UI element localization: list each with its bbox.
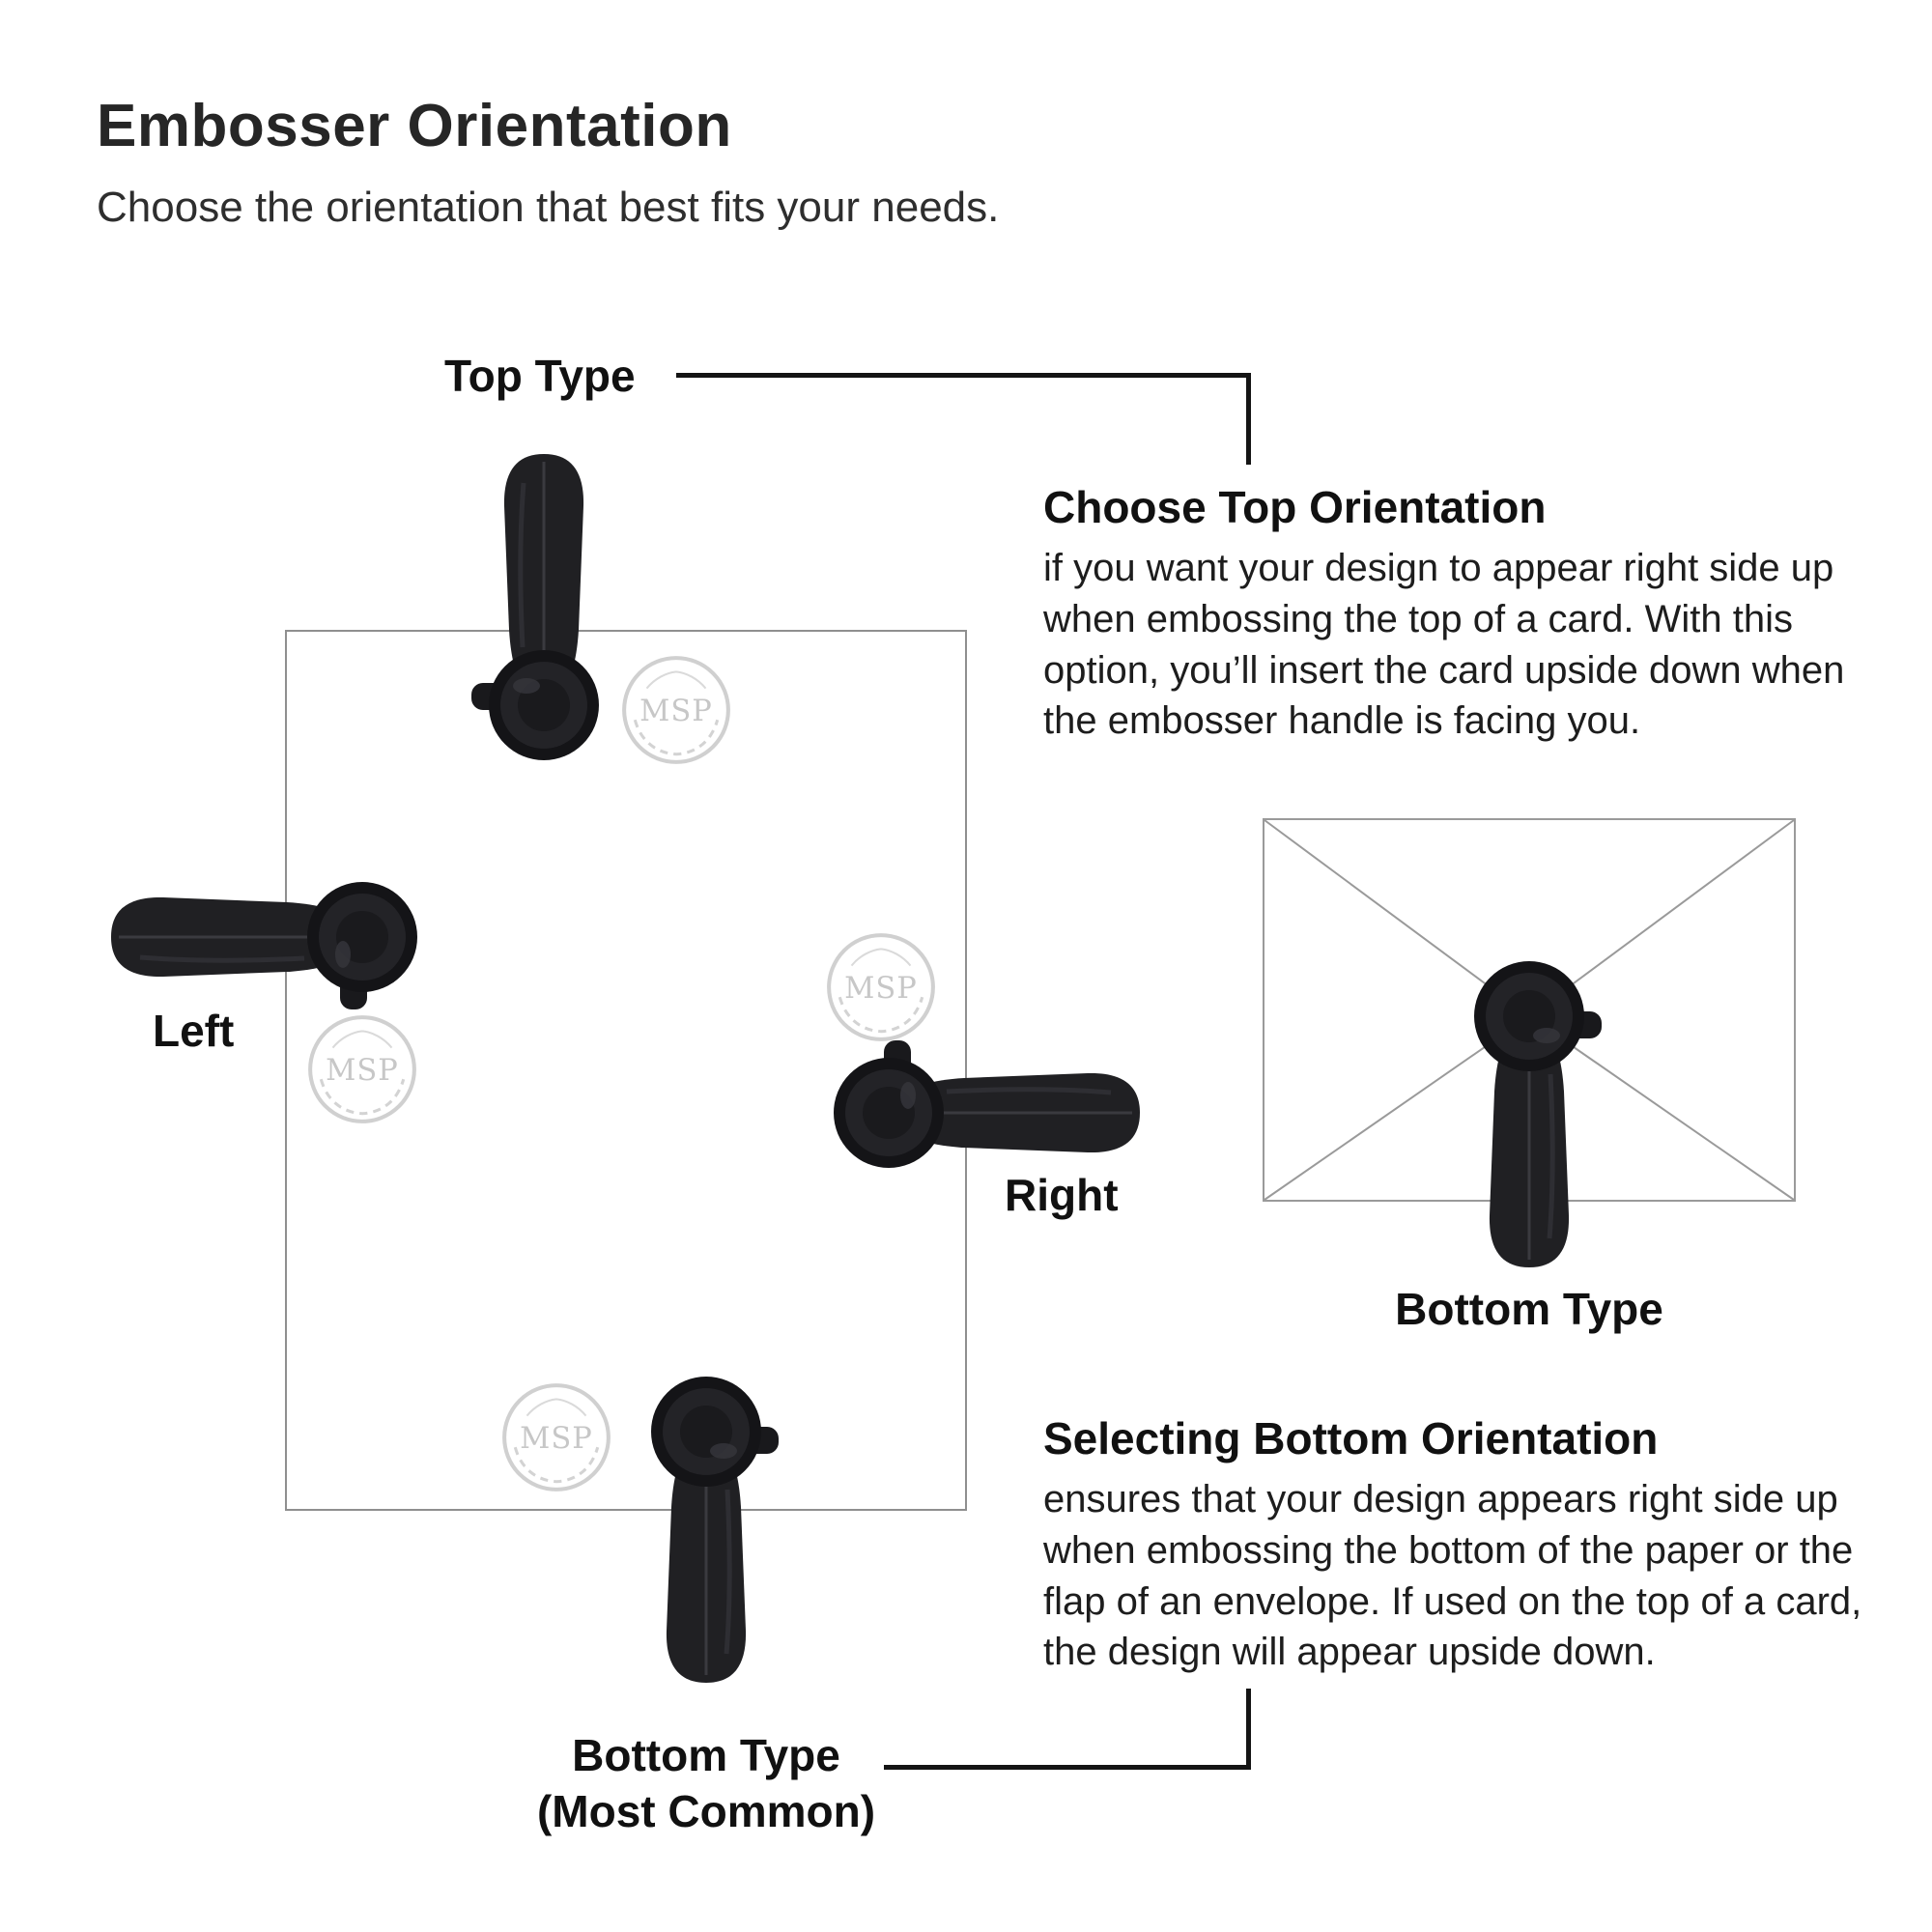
seal-monogram: MSP bbox=[520, 1422, 593, 1456]
choose-top-body: if you want your design to appear right … bbox=[1043, 547, 1845, 743]
connector-bottom-horizontal bbox=[884, 1765, 1251, 1770]
embosser-envelope bbox=[1447, 958, 1611, 1277]
embosser-left bbox=[101, 855, 420, 1019]
connector-top-horizontal bbox=[676, 373, 1250, 378]
bottom-type-line1: Bottom Type bbox=[572, 1730, 840, 1780]
page-subtitle: Choose the orientation that best fits yo… bbox=[97, 184, 1000, 231]
envelope-bottom-type-label: Bottom Type bbox=[1395, 1284, 1663, 1334]
seal-monogram: MSP bbox=[844, 972, 918, 1006]
page-title: Embosser Orientation bbox=[97, 93, 732, 159]
embosser-illustration bbox=[1447, 958, 1611, 1277]
connector-bottom-vertical bbox=[1246, 1689, 1251, 1770]
bottom-type-label: Bottom Type (Most Common) bbox=[416, 1727, 996, 1839]
embosser-illustration bbox=[101, 855, 420, 1019]
seal-monogram: MSP bbox=[326, 1054, 399, 1088]
embosser-bottom bbox=[624, 1374, 788, 1692]
left-label: Left bbox=[153, 1006, 235, 1056]
connector-top-vertical bbox=[1246, 373, 1251, 465]
embosser-illustration bbox=[624, 1374, 788, 1692]
embossed-seal: MSP bbox=[617, 651, 735, 769]
right-label: Right bbox=[1005, 1170, 1119, 1220]
choose-top-heading: Choose Top Orientation bbox=[1043, 482, 1547, 532]
bottom-type-line2: (Most Common) bbox=[536, 1786, 876, 1836]
embossed-seal: MSP bbox=[497, 1378, 615, 1496]
seal-monogram: MSP bbox=[639, 695, 713, 728]
selecting-bottom-body: ensures that your design appears right s… bbox=[1043, 1478, 1862, 1674]
top-type-label: Top Type bbox=[444, 351, 636, 401]
embosser-top bbox=[462, 444, 626, 763]
selecting-bottom-heading: Selecting Bottom Orientation bbox=[1043, 1413, 1659, 1463]
embossed-seal: MSP bbox=[303, 1010, 421, 1128]
embossed-seal: MSP bbox=[822, 928, 940, 1046]
card-outline bbox=[285, 630, 967, 1511]
embosser-illustration bbox=[462, 444, 626, 763]
